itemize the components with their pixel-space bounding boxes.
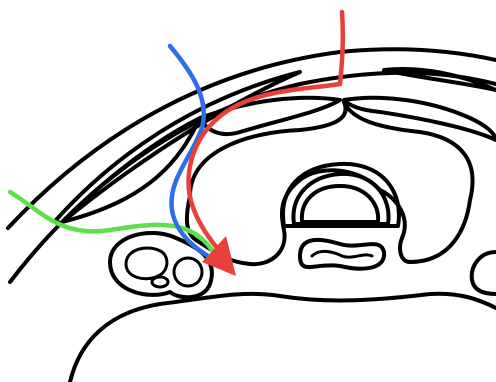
spinal-cord-inner	[312, 251, 372, 257]
organ-right-edge	[472, 252, 496, 294]
organ-left-inner-b	[174, 258, 202, 286]
organ-left-inner-c	[152, 277, 168, 287]
vertebra-canal	[302, 186, 378, 222]
lower-body-contour	[70, 294, 496, 382]
organ-left-inner-a	[126, 248, 167, 279]
